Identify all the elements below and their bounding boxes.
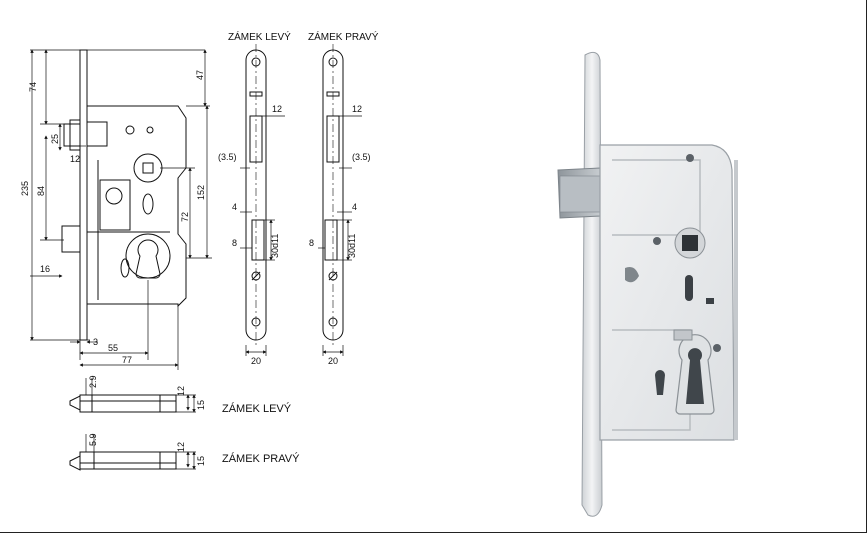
dim-152: 152 — [196, 185, 206, 200]
dim-bolt-left-15: 15 — [196, 400, 206, 410]
dim-bolt-right-15: 15 — [196, 456, 206, 466]
main-lock-drawing — [30, 49, 212, 370]
dim-bolt-left-2-9: 2.9 — [88, 375, 98, 388]
dim-47: 47 — [195, 70, 205, 80]
bolt-detail-left — [69, 378, 196, 413]
dead-bolt — [61, 225, 81, 253]
dim-right-8: 8 — [309, 238, 314, 248]
faceplate-right-labels: ZÁMEK PRAVÝ 12 (3.5) 4 8 30d11 20 — [308, 30, 379, 366]
dim-left-12: 12 — [272, 104, 282, 114]
dim-left-8: 8 — [232, 238, 237, 248]
dim-right-20: 20 — [328, 356, 338, 366]
dim-55: 55 — [108, 343, 118, 353]
caption-zamek-pravy: ZÁMEK PRAVÝ — [308, 30, 379, 43]
cylinder-cutout — [135, 239, 161, 279]
faceplate-left-view — [240, 44, 285, 356]
dim-72: 72 — [180, 212, 190, 222]
faceplate-left-labels: ZÁMEK LEVÝ 12 (3.5) 4 8 30d11 20 — [218, 30, 291, 366]
dim-12: 12 — [70, 154, 80, 164]
bolt-detail-left-labels: 2.9 12 15 ZÁMEK LEVÝ — [88, 375, 292, 415]
dim-bolt-right-12: 12 — [176, 442, 186, 452]
dim-16: 16 — [40, 264, 50, 274]
dim-right-30d11: 30d11 — [347, 234, 357, 258]
dim-left-4: 4 — [232, 202, 237, 212]
latch-bolt — [63, 123, 81, 147]
spring-pivot — [105, 187, 123, 205]
main-dimension-labels: 74 47 235 84 25 12 152 72 16 3 55 77 — [20, 70, 206, 365]
lock-product-photo — [557, 51, 738, 517]
caption-zamek-levy: ZÁMEK LEVÝ — [228, 30, 291, 43]
bolt-detail-right — [69, 434, 196, 471]
dim-235: 235 — [20, 181, 30, 196]
dim-77: 77 — [122, 355, 132, 365]
caption-bolt-zamek-pravy: ZÁMEK PRAVÝ — [222, 452, 300, 465]
bolt-detail-right-labels: 5.9 12 15 ZÁMEK PRAVÝ — [88, 433, 300, 466]
face-plate-side — [79, 49, 88, 341]
follower-hub — [133, 153, 163, 183]
dim-left-35: (3.5) — [218, 152, 237, 162]
dim-3: 3 — [93, 337, 98, 347]
faceplate-right-view — [318, 44, 362, 356]
dim-left-30d11: 30d11 — [270, 234, 280, 258]
dim-right-35: (3.5) — [352, 152, 371, 162]
dim-bolt-right-5-9: 5.9 — [88, 433, 98, 446]
dim-25: 25 — [50, 134, 60, 144]
dim-bolt-left-12: 12 — [176, 386, 186, 396]
dim-74: 74 — [28, 82, 38, 92]
lock-case-outline — [86, 105, 187, 308]
dim-left-20: 20 — [251, 356, 261, 366]
caption-bolt-zamek-levy: ZÁMEK LEVÝ — [222, 402, 292, 415]
dim-84: 84 — [36, 186, 46, 196]
dim-right-4: 4 — [352, 202, 357, 212]
dim-right-12: 12 — [352, 104, 362, 114]
